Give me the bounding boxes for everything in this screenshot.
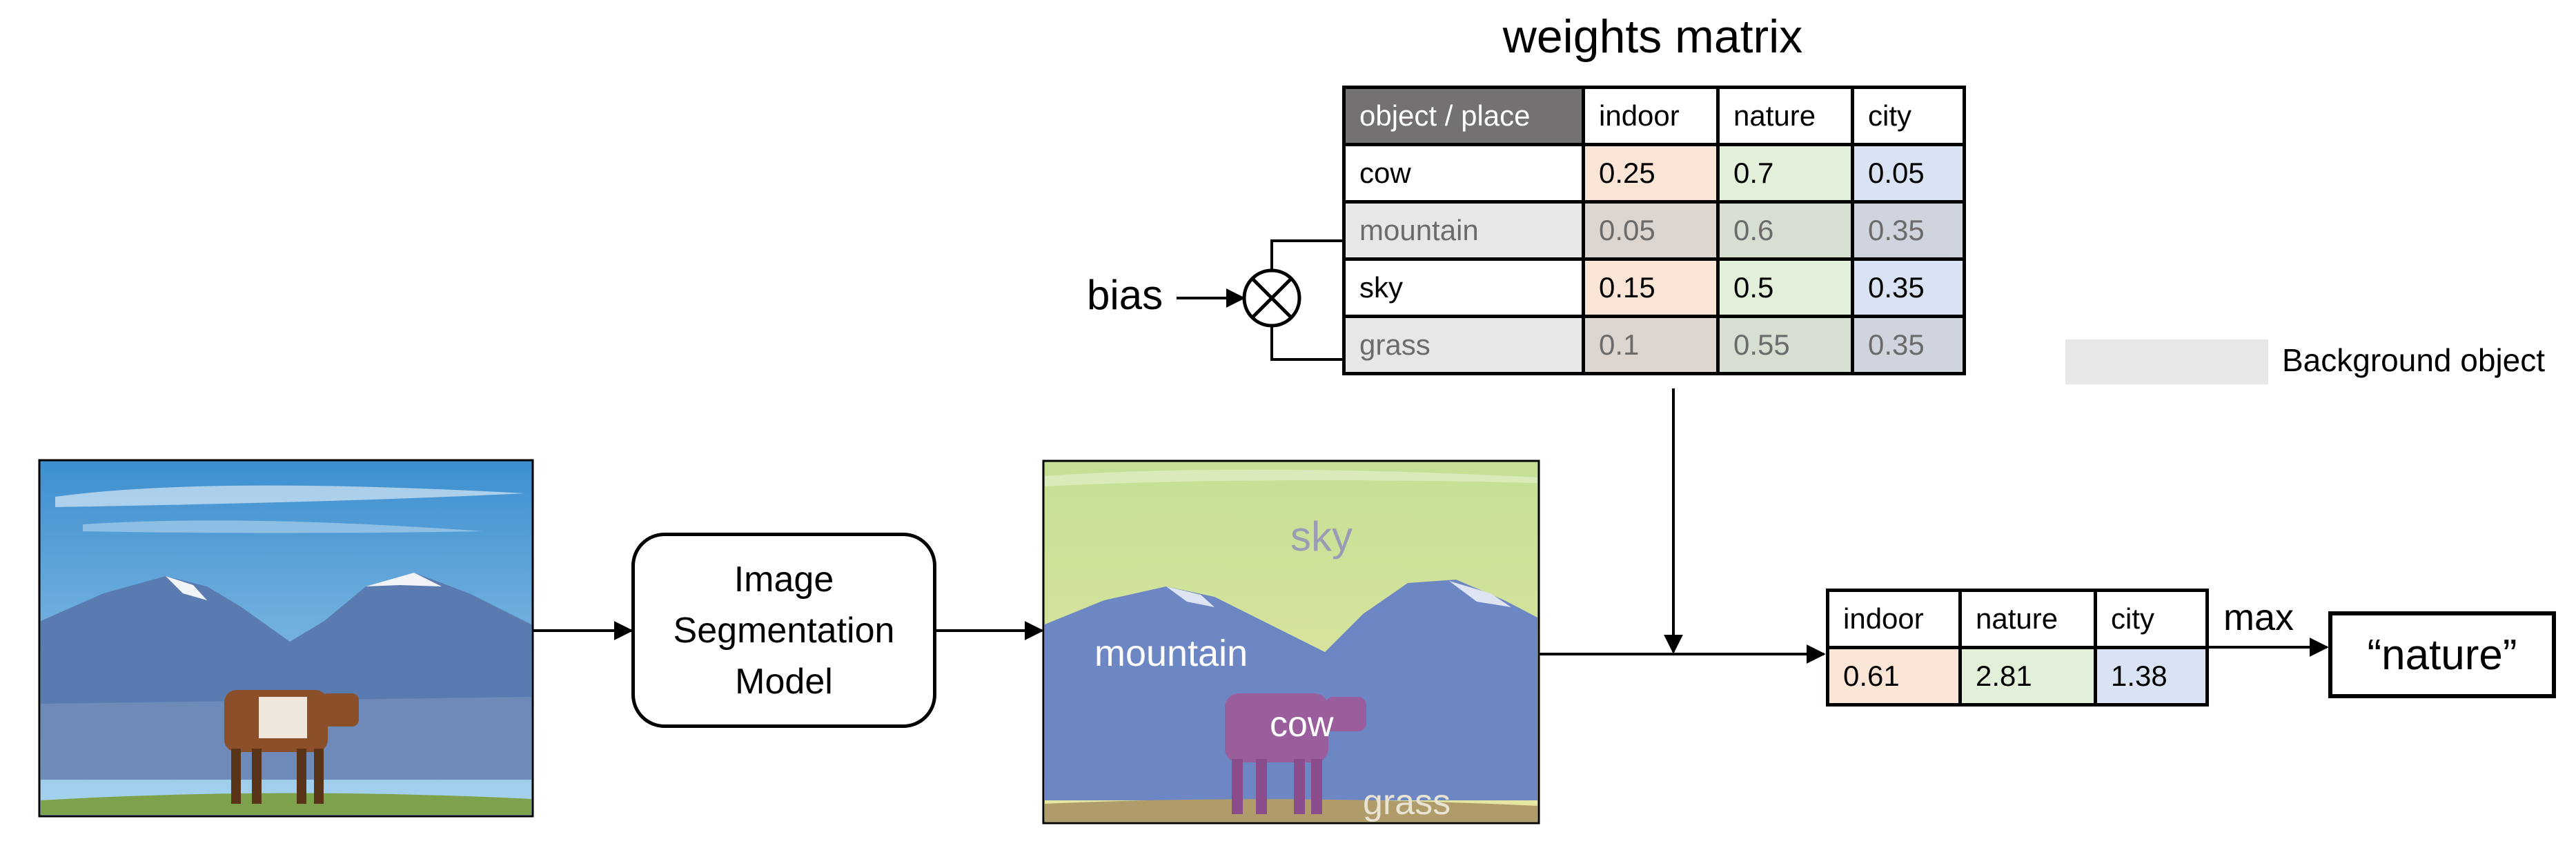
- result-text: “nature”: [2367, 631, 2517, 679]
- input-photo: [38, 459, 534, 818]
- cow-figure: [224, 690, 359, 804]
- model-line-3: Model: [735, 661, 833, 702]
- segmented-photo: [1042, 460, 1540, 825]
- weights-matrix-title: weights matrix: [1502, 10, 1803, 63]
- weights-row-mountain: mountain 0.05 0.6 0.35: [1342, 200, 1966, 261]
- weights-matrix-table: object / place indoor nature city cow 0.…: [1342, 86, 1966, 375]
- legend-swatch: [2065, 339, 2268, 384]
- bias-bracket: [1270, 239, 1344, 361]
- cow-segment: [1225, 693, 1366, 814]
- seg-label-mountain: mountain: [1094, 633, 1248, 674]
- cell-city: 0.35: [1851, 200, 1966, 261]
- cell-nature: 0.5: [1716, 257, 1854, 318]
- cell-indoor: 0.05: [1582, 200, 1720, 261]
- row-object: mountain: [1342, 200, 1585, 261]
- score-nature: 2.81: [1958, 646, 2097, 707]
- cell-indoor: 0.1: [1582, 315, 1720, 375]
- score-header-city: city: [2094, 589, 2209, 649]
- header-object-place: object / place: [1342, 86, 1585, 146]
- max-label: max: [2223, 597, 2294, 638]
- score-indoor: 0.61: [1826, 646, 1962, 707]
- cell-nature: 0.7: [1716, 143, 1854, 204]
- row-object: sky: [1342, 257, 1585, 318]
- seg-label-sky: sky: [1290, 513, 1353, 560]
- scores-table: indoor nature city 0.61 2.81 1.38: [1826, 589, 2209, 707]
- weights-header-row: object / place indoor nature city: [1342, 86, 1966, 146]
- cell-city: 0.35: [1851, 315, 1966, 375]
- seg-label-grass: grass: [1363, 782, 1451, 822]
- cell-city: 0.05: [1851, 143, 1966, 204]
- weights-row-sky: sky 0.15 0.5 0.35: [1342, 257, 1966, 318]
- weights-row-grass: grass 0.1 0.55 0.35: [1342, 315, 1966, 375]
- cell-nature: 0.6: [1716, 200, 1854, 261]
- score-header-nature: nature: [1958, 589, 2097, 649]
- legend-label: Background object: [2282, 342, 2546, 378]
- scores-value-row: 0.61 2.81 1.38: [1826, 646, 2209, 707]
- model-line-1: Image: [734, 559, 834, 600]
- cell-indoor: 0.15: [1582, 257, 1720, 318]
- cell-city: 0.35: [1851, 257, 1966, 318]
- scores-header-row: indoor nature city: [1826, 589, 2209, 649]
- segmentation-model-box: Image Segmentation Model: [631, 533, 936, 728]
- header-indoor: indoor: [1582, 86, 1720, 146]
- weights-row-cow: cow 0.25 0.7 0.05: [1342, 143, 1966, 204]
- header-nature: nature: [1716, 86, 1854, 146]
- circled-times-icon: [1242, 268, 1301, 328]
- cell-indoor: 0.25: [1582, 143, 1720, 204]
- score-city: 1.38: [2094, 646, 2209, 707]
- cell-nature: 0.55: [1716, 315, 1854, 375]
- bias-label: bias: [1087, 272, 1163, 318]
- seg-label-cow: cow: [1270, 704, 1334, 744]
- result-box: “nature”: [2328, 611, 2556, 698]
- row-object: cow: [1342, 143, 1585, 204]
- row-object: grass: [1342, 315, 1585, 375]
- score-header-indoor: indoor: [1826, 589, 1962, 649]
- header-city: city: [1851, 86, 1966, 146]
- model-line-2: Segmentation: [673, 610, 895, 651]
